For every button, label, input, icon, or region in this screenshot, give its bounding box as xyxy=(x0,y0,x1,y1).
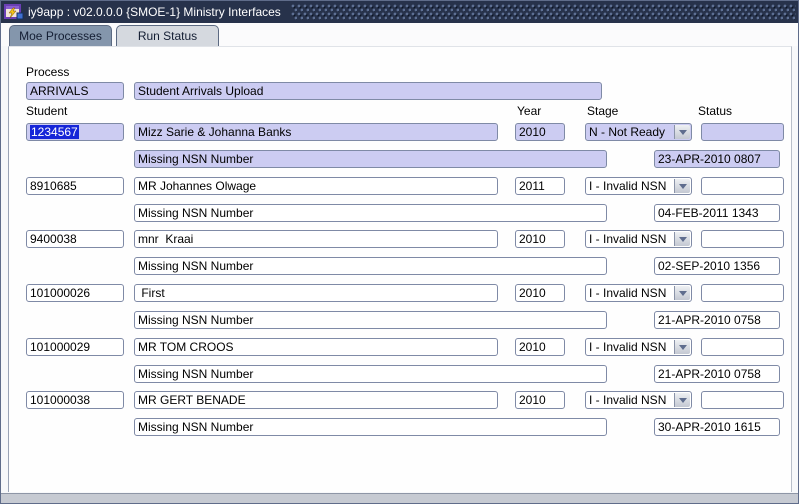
titlebar-texture xyxy=(290,4,796,20)
year-field[interactable]: 2011 xyxy=(515,177,565,195)
year-field[interactable]: 2010 xyxy=(515,123,565,141)
year-field[interactable]: 2010 xyxy=(515,284,565,302)
student-id-field[interactable]: 8910685 xyxy=(26,177,124,195)
tab-run-status[interactable]: Run Status xyxy=(116,25,219,46)
chevron-down-icon xyxy=(678,236,687,242)
run-status-panel: Process ARRIVALS Student Arrivals Upload… xyxy=(8,46,792,492)
stage-value: I - Invalid NSN xyxy=(589,232,667,246)
stage-select[interactable]: N - Not Ready xyxy=(585,123,692,141)
status-field[interactable] xyxy=(701,391,784,409)
window-title: iy9app : v02.0.0.0 {SMOE-1} Ministry Int… xyxy=(28,5,281,19)
timestamp-field[interactable]: 02-SEP-2010 1356 xyxy=(654,257,780,275)
student-id-field[interactable]: 101000029 xyxy=(26,338,124,356)
record-row: 1234567 Mizz Sarie & Johanna Banks 2010 … xyxy=(9,123,793,169)
dropdown-button[interactable] xyxy=(674,232,690,246)
chevron-down-icon xyxy=(678,183,687,189)
student-column-label: Student xyxy=(26,104,68,118)
stage-value: I - Invalid NSN xyxy=(589,393,667,407)
status-field[interactable] xyxy=(701,177,784,195)
window-bottom-bar xyxy=(1,493,798,503)
student-name-field[interactable]: First xyxy=(134,284,498,302)
timestamp-field[interactable]: 30-APR-2010 1615 xyxy=(654,418,780,436)
process-code-field[interactable]: ARRIVALS xyxy=(26,82,124,100)
student-name-field[interactable]: MR Johannes Olwage xyxy=(134,177,498,195)
student-id-field[interactable]: 101000038 xyxy=(26,391,124,409)
stage-select[interactable]: I - Invalid NSN xyxy=(585,338,692,356)
stage-select[interactable]: I - Invalid NSN xyxy=(585,230,692,248)
app-icon xyxy=(4,4,24,20)
process-label: Process xyxy=(26,65,70,79)
status-column-label: Status xyxy=(698,104,733,118)
chevron-down-icon xyxy=(678,129,687,135)
stage-value: I - Invalid NSN xyxy=(589,179,667,193)
message-field[interactable]: Missing NSN Number xyxy=(134,418,607,436)
status-field[interactable] xyxy=(701,123,784,141)
dropdown-button[interactable] xyxy=(674,179,690,193)
student-name-field[interactable]: Mizz Sarie & Johanna Banks xyxy=(134,123,498,141)
stage-value: I - Invalid NSN xyxy=(589,340,667,354)
student-name-field[interactable]: mnr Kraai xyxy=(134,230,498,248)
student-name-field[interactable]: MR TOM CROOS xyxy=(134,338,498,356)
chevron-down-icon xyxy=(678,397,687,403)
status-field[interactable] xyxy=(701,338,784,356)
record-row: 9400038 mnr Kraai 2010 I - Invalid NSN M… xyxy=(9,230,793,276)
stage-value: I - Invalid NSN xyxy=(589,286,667,300)
stage-select[interactable]: I - Invalid NSN xyxy=(585,284,692,302)
student-id-field[interactable]: 101000026 xyxy=(26,284,124,302)
timestamp-field[interactable]: 23-APR-2010 0807 xyxy=(654,150,780,168)
message-field[interactable]: Missing NSN Number xyxy=(134,257,607,275)
message-field[interactable]: Missing NSN Number xyxy=(134,365,607,383)
chevron-down-icon xyxy=(678,344,687,350)
timestamp-field[interactable]: 21-APR-2010 0758 xyxy=(654,311,780,329)
tab-moe-processes[interactable]: Moe Processes xyxy=(9,25,112,46)
record-row: 101000026 First 2010 I - Invalid NSN Mis… xyxy=(9,284,793,330)
stage-select[interactable]: I - Invalid NSN xyxy=(585,391,692,409)
selected-text: 1234567 xyxy=(30,125,79,139)
dropdown-button[interactable] xyxy=(674,125,690,139)
status-field[interactable] xyxy=(701,284,784,302)
year-field[interactable]: 2010 xyxy=(515,391,565,409)
timestamp-field[interactable]: 04-FEB-2011 1343 xyxy=(654,204,780,222)
process-description-field[interactable]: Student Arrivals Upload xyxy=(134,82,602,100)
year-field[interactable]: 2010 xyxy=(515,338,565,356)
dropdown-button[interactable] xyxy=(674,286,690,300)
student-id-field[interactable]: 1234567 xyxy=(26,123,124,141)
message-field[interactable]: Missing NSN Number xyxy=(134,311,607,329)
status-field[interactable] xyxy=(701,230,784,248)
stage-select[interactable]: I - Invalid NSN xyxy=(585,177,692,195)
record-row: 8910685 MR Johannes Olwage 2011 I - Inva… xyxy=(9,177,793,223)
message-field[interactable]: Missing NSN Number xyxy=(134,204,607,222)
dropdown-button[interactable] xyxy=(674,393,690,407)
year-column-label: Year xyxy=(517,104,542,118)
tab-bar: Moe Processes Run Status xyxy=(1,23,798,46)
message-field[interactable]: Missing NSN Number xyxy=(134,150,607,168)
stage-column-label: Stage xyxy=(587,104,619,118)
student-id-field[interactable]: 9400038 xyxy=(26,230,124,248)
timestamp-field[interactable]: 21-APR-2010 0758 xyxy=(654,365,780,383)
titlebar[interactable]: iy9app : v02.0.0.0 {SMOE-1} Ministry Int… xyxy=(1,1,798,23)
dropdown-button[interactable] xyxy=(674,340,690,354)
year-field[interactable]: 2010 xyxy=(515,230,565,248)
chevron-down-icon xyxy=(678,290,687,296)
student-name-field[interactable]: MR GERT BENADE xyxy=(134,391,498,409)
stage-value: N - Not Ready xyxy=(589,125,666,139)
record-row: 101000029 MR TOM CROOS 2010 I - Invalid … xyxy=(9,338,793,384)
record-row: 101000038 MR GERT BENADE 2010 I - Invali… xyxy=(9,391,793,437)
